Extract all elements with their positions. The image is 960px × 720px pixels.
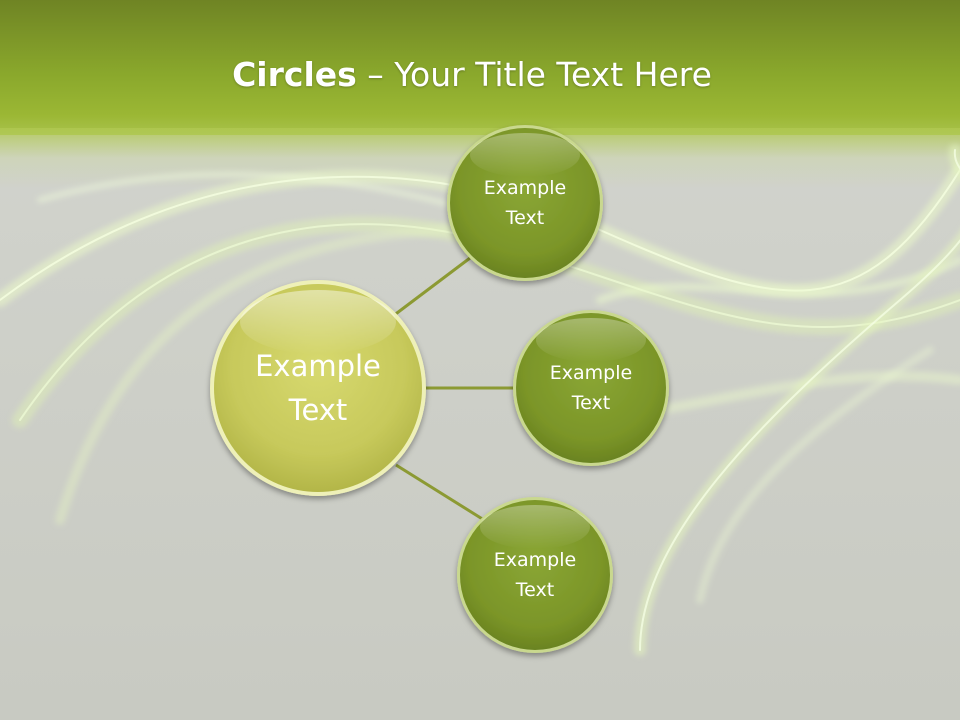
node-circle-1 — [447, 125, 603, 281]
slide-title-rest: Your Title Text Here — [394, 55, 712, 94]
slide-title-separator: – — [356, 55, 395, 94]
connector-line-3 — [395, 463, 485, 522]
connector-line-1 — [392, 256, 471, 318]
node-circle-2 — [513, 310, 669, 466]
node-circle-3 — [457, 497, 613, 653]
slide-title-bold: Circles — [232, 55, 357, 94]
slide-title: Circles – Your Title Text Here — [0, 52, 944, 98]
center-circle — [210, 280, 426, 496]
title-bar — [0, 0, 960, 135]
